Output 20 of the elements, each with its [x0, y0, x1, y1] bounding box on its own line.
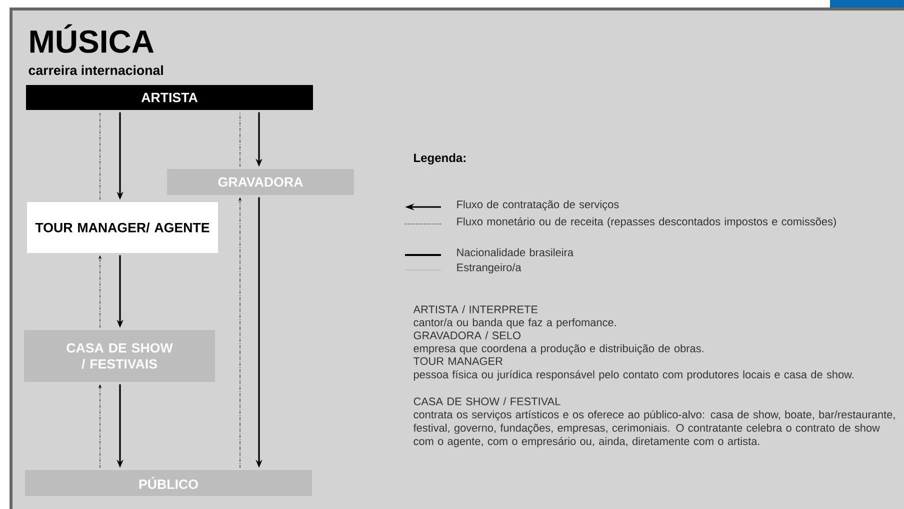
legend-title: Legenda: [414, 153, 466, 164]
legend-text: Fluxo monetário ou de receita (repasses descontados impostos e comissões) [457, 217, 836, 228]
legend-text: Nacionalidade brasileira [457, 248, 574, 256]
legend-text: Fluxo de contratação de serviços [457, 200, 619, 210]
definition-text: cantor/a ou banda que faz a perfomance. [414, 318, 616, 328]
title: MÚSICA [30, 24, 154, 53]
legend-text: Estrangeiro/a [457, 263, 522, 274]
manager-box: TOUR MANAGER/ AGENTE [27, 202, 218, 253]
definition-text: empresa que coordena a produção e distribuição de obras. [414, 344, 704, 354]
subtitle: carreira internacional [28, 65, 163, 76]
term-heading: TOUR MANAGER [414, 357, 502, 365]
definition-text: pessoa física ou jurídica responsável pelo contato com produtores locais e casa de show. [414, 370, 854, 381]
venue-box: CASA DE SHOW / FESTIVAIS [24, 330, 215, 382]
term-heading: ARTISTA / INTERPRETE [413, 305, 538, 314]
label-box: GRAVADORA [167, 169, 354, 195]
audience-box: PÚBLICO [25, 470, 312, 496]
term-heading: GRAVADORA / SELO [414, 331, 520, 340]
artist-bar: ARTISTA [26, 85, 313, 110]
definition-text: contrata os serviços artísticos e os oferece ao público-alvo: casa de show, boate, bar/restaurante, festival, governo, fundações, empresas, cerimoniais. O contratante celebra o contrato de show com o agente, com o empresário ou, ainda, diretamente com o artista. [413, 410, 895, 448]
term-heading: CASA DE SHOW / FESTIVAL [414, 397, 560, 406]
